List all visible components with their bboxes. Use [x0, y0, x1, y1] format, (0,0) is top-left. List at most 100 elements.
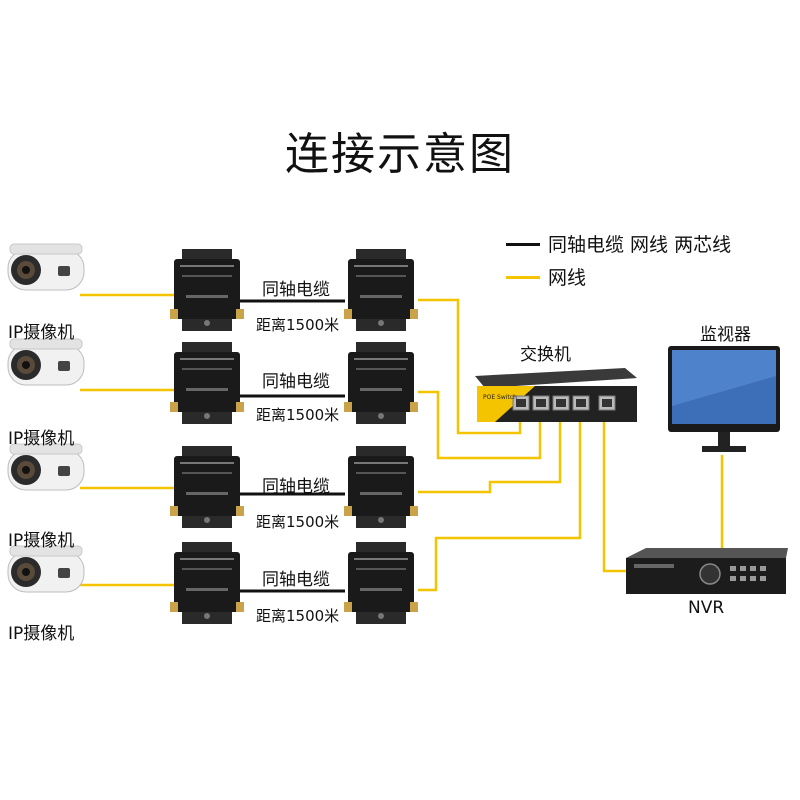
extender-port: [410, 506, 418, 516]
distance-label-1: 距离1500米: [256, 316, 340, 334]
extender-led: [378, 320, 384, 326]
extender-port: [236, 309, 244, 319]
ip-camera-icon-4: [7, 545, 85, 593]
nvr-display: [634, 564, 674, 568]
legend-coax-label: 同轴电缆 网线 两芯线: [548, 234, 732, 256]
ip-camera-icon-2: [7, 338, 85, 386]
extender-led: [204, 613, 210, 619]
extender-body: [174, 456, 240, 516]
legend-network-label: 网线: [548, 267, 587, 289]
extender-body: [174, 259, 240, 319]
switch-port-socket: [516, 399, 526, 407]
receiver-extender-icon-3: [344, 446, 418, 528]
extender-port: [344, 506, 352, 516]
switch-port-socket: [556, 399, 566, 407]
camera-sunshield: [9, 243, 83, 255]
camera-lens-center: [22, 361, 30, 369]
extender-vent: [186, 492, 228, 495]
switch-yellow-panel: [477, 386, 535, 422]
switch-nvr-cable: [602, 404, 626, 573]
sender-extender-icon-3: [170, 446, 244, 528]
nvr-button: [740, 576, 746, 581]
switch-network-cable-2: [418, 390, 542, 460]
extender-vent: [186, 588, 228, 591]
switch-network-cable-1: [418, 298, 522, 435]
extender-body: [174, 552, 240, 612]
extender-stripe: [354, 462, 408, 464]
extender-port: [344, 309, 352, 319]
distance-label-2: 距离1500米: [256, 406, 340, 424]
extender-stripe: [354, 358, 408, 360]
camera-sunshield: [9, 338, 83, 350]
receiver-extender-icon-2: [344, 342, 418, 424]
camera-logo: [58, 568, 70, 578]
extender-stripe: [180, 462, 234, 464]
extender-led: [378, 413, 384, 419]
extender-stripe: [354, 558, 408, 560]
extender-port: [344, 402, 352, 412]
extender-port: [170, 602, 178, 612]
extender-label-strip: [182, 472, 232, 474]
switch-top: [475, 368, 637, 388]
extender-led: [378, 517, 384, 523]
distance-label-4: 距离1500米: [256, 607, 340, 625]
extender-port: [410, 402, 418, 412]
extender-port: [170, 402, 178, 412]
extender-label-strip: [356, 275, 406, 277]
nvr-button: [750, 566, 756, 571]
camera-label-1: IP摄像机: [8, 323, 75, 343]
switch-network-cable-3: [418, 404, 562, 494]
extender-stripe: [354, 265, 408, 267]
ip-camera-icon-1: [7, 243, 85, 291]
extender-body: [174, 352, 240, 412]
extender-port: [170, 309, 178, 319]
legend-coax-line: [506, 243, 540, 246]
extender-label-strip: [356, 568, 406, 570]
extender-port: [236, 402, 244, 412]
camera-logo: [58, 266, 70, 276]
nvr-button: [730, 566, 736, 571]
camera-sunshield: [9, 443, 83, 455]
extender-label-strip: [182, 568, 232, 570]
extender-vent: [186, 388, 228, 391]
coax-label-2: 同轴电缆: [262, 372, 330, 392]
switch-port-socket: [602, 399, 612, 407]
nvr-button: [760, 566, 766, 571]
monitor-base: [702, 446, 746, 452]
nvr-top: [626, 548, 788, 558]
extender-port: [236, 602, 244, 612]
nvr-button: [740, 566, 746, 571]
nvr-button: [730, 576, 736, 581]
extender-label-strip: [182, 275, 232, 277]
extender-vent: [360, 492, 402, 495]
switch-network-cable-4: [418, 404, 582, 592]
extender-vent: [360, 388, 402, 391]
switch-badge-text: POE Switch: [483, 394, 517, 401]
extender-port: [170, 506, 178, 516]
extender-vent: [360, 295, 402, 298]
extender-label-strip: [356, 368, 406, 370]
extender-vent: [186, 295, 228, 298]
sender-extender-icon-1: [170, 249, 244, 331]
extender-label-strip: [182, 368, 232, 370]
coax-label-1: 同轴电缆: [262, 280, 330, 300]
diagram-title: 连接示意图: [285, 129, 515, 180]
receiver-extender-icon-1: [344, 249, 418, 331]
extender-led: [204, 413, 210, 419]
extender-stripe: [180, 558, 234, 560]
camera-logo: [58, 466, 70, 476]
coax-label-4: 同轴电缆: [262, 570, 330, 590]
extender-body: [348, 456, 414, 516]
legend-network-line: [506, 276, 540, 279]
switch-port-socket: [536, 399, 546, 407]
extender-label-strip: [356, 472, 406, 474]
monitor-reflection: [672, 350, 776, 406]
distance-label-3: 距离1500米: [256, 513, 340, 531]
ip-camera-icon-3: [7, 443, 85, 491]
extender-stripe: [180, 265, 234, 267]
extender-vent: [360, 588, 402, 591]
extender-body: [348, 552, 414, 612]
switch-label: 交换机: [520, 345, 571, 365]
